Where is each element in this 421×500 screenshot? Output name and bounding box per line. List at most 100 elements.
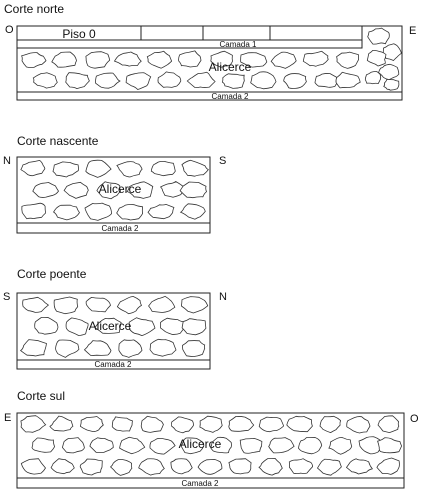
foundation-stones [20, 159, 209, 221]
stone [61, 437, 85, 454]
stone [319, 415, 342, 434]
stone [377, 437, 403, 454]
stone [345, 458, 374, 475]
stone [383, 78, 400, 91]
stone [149, 338, 177, 357]
layer-2 [16, 222, 211, 234]
stone [382, 43, 402, 61]
stone [140, 415, 164, 433]
stone [221, 73, 245, 89]
stone [116, 161, 143, 178]
stone [159, 181, 187, 198]
stone [186, 71, 216, 88]
stone [22, 296, 50, 313]
stone [302, 50, 329, 67]
stone [239, 437, 263, 454]
stone [119, 436, 146, 455]
layer-2-label: Camada 2 [212, 92, 249, 101]
stone [32, 182, 59, 198]
layer-2-label: Camada 2 [95, 360, 132, 369]
layer-2 [16, 91, 403, 101]
stone [89, 437, 114, 453]
stone [116, 204, 144, 221]
stone [377, 415, 400, 434]
stone [150, 160, 176, 177]
stone [63, 181, 89, 199]
stone [210, 50, 233, 68]
stone [364, 71, 382, 85]
stone [197, 459, 223, 475]
stone [96, 181, 122, 200]
stone [157, 71, 182, 88]
stone [240, 52, 268, 68]
compass-left: E [4, 412, 11, 424]
foundation-stones [20, 27, 402, 91]
section-sul: Corte sul E O Alicerce Camada 2 [4, 389, 419, 489]
stone [298, 436, 323, 455]
section-nascente: Corte nascente N S Alicerce Camada 2 [3, 134, 226, 234]
compass-left: O [5, 24, 14, 36]
stone [228, 416, 255, 432]
stone [171, 416, 194, 434]
stone [31, 437, 56, 453]
stone [53, 296, 79, 315]
stone [79, 416, 104, 432]
stone [179, 203, 206, 220]
stone [84, 202, 113, 221]
stone [314, 73, 341, 88]
stone [179, 181, 207, 199]
stone [21, 202, 47, 220]
stone [358, 436, 382, 455]
layer-2 [16, 359, 211, 370]
stone [250, 71, 277, 90]
compass-right: O [410, 413, 419, 425]
stone [346, 416, 371, 434]
stone [199, 415, 223, 433]
stone [19, 339, 47, 357]
stone [94, 317, 122, 334]
section-title: Corte nascente [17, 134, 99, 148]
stone [210, 436, 232, 454]
foundation-label: Alicerce [99, 182, 142, 196]
compass-right: E [409, 25, 416, 37]
layer-2-label: Camada 2 [102, 224, 139, 233]
foundation-label: Alicerce [209, 60, 252, 74]
stone [55, 339, 80, 358]
stone [34, 316, 59, 335]
stone [79, 458, 103, 476]
stone [113, 51, 142, 67]
stone [283, 73, 307, 89]
stone [228, 458, 252, 475]
stone [95, 72, 121, 89]
stone [270, 51, 297, 69]
stone [147, 203, 175, 220]
layer-2 [16, 477, 405, 489]
stone [367, 27, 390, 45]
stone [51, 51, 77, 68]
compass-left: S [3, 291, 10, 303]
stone [180, 437, 205, 455]
section-title: Corte sul [17, 389, 65, 403]
stone [182, 340, 206, 358]
stone [53, 204, 80, 221]
stone [116, 296, 143, 315]
section-title: Corte norte [4, 2, 64, 16]
stone [32, 72, 58, 89]
stone [146, 50, 173, 69]
stone [20, 415, 47, 433]
stone [181, 159, 209, 177]
stone [83, 340, 112, 356]
stone [149, 438, 176, 455]
stone [258, 457, 283, 476]
stone [126, 181, 154, 199]
stone [20, 159, 46, 177]
layer-2-label: Camada 2 [182, 479, 219, 488]
compass-left: N [3, 155, 11, 167]
stone [160, 317, 186, 335]
stone [85, 296, 111, 313]
stone [85, 159, 112, 178]
foundation-stones [20, 415, 403, 476]
stone [178, 50, 202, 68]
stone [181, 318, 207, 336]
